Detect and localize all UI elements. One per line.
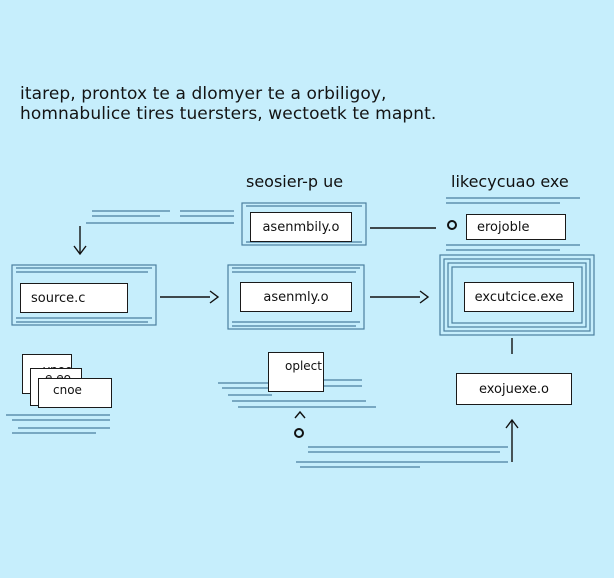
source-label: source.c (31, 290, 86, 306)
right-column-header: likecycuao exe (451, 172, 569, 191)
executable-main-box: excutcice.exe (464, 282, 574, 312)
stack-doc-front: cnoe (38, 378, 112, 408)
title-line-2: homnabulice tires tuersters, wectoetk te… (20, 104, 437, 124)
assembly-top-box: asenmbily.o (250, 212, 352, 242)
executable-main-label: excutcice.exe (474, 289, 564, 305)
source-box: source.c (20, 283, 128, 313)
assembly-top-label: asenmbily.o (262, 219, 340, 235)
object-document: oplect (268, 352, 324, 392)
executable-small-label: exojuexe.o (478, 381, 549, 397)
executable-small-box: exojuexe.o (456, 373, 572, 405)
title-line-1: itarep, prontox te a dlomyer te a orbili… (20, 84, 387, 104)
assembly-mid-box: asenmly.o (240, 282, 352, 312)
object-label: oplect (285, 359, 322, 373)
node-circle-top (447, 220, 457, 230)
executable-top-box: erojoble (466, 214, 566, 240)
middle-column-header: seosier-p ue (246, 172, 344, 191)
assembly-mid-label: asenmly.o (263, 289, 329, 305)
node-circle-bottom (294, 428, 304, 438)
diagram-title: itarep, prontox te a dlomyer te a orbili… (20, 84, 610, 124)
executable-top-label: erojoble (477, 219, 530, 235)
stack-front-label: cnoe (53, 383, 82, 397)
